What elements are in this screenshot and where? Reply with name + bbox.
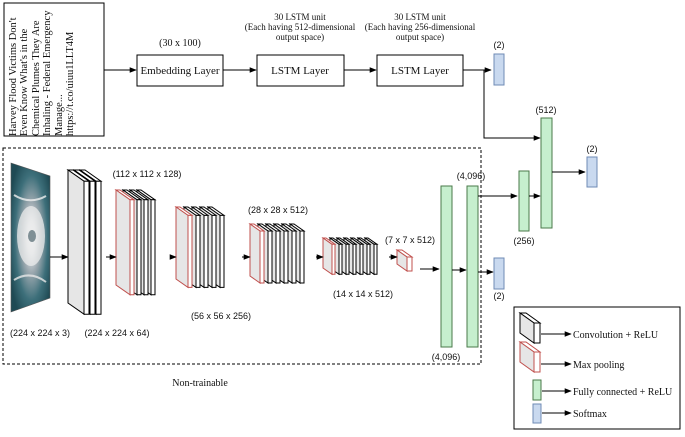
text-softmax-dim: (2) xyxy=(494,40,505,50)
legend-fc-label: Fully connected + ReLU xyxy=(573,387,673,398)
conv2-dims: (112 x 112 x 128) xyxy=(113,169,182,179)
arrow-text-to-fusion xyxy=(483,70,541,141)
image-input-dims: (224 x 224 x 3) xyxy=(10,328,70,338)
fusion-fc256-dim: (256) xyxy=(513,236,534,246)
conv2-pool-slab-1 xyxy=(114,189,136,296)
conv5-pool-slab-1 xyxy=(321,237,337,276)
fusion-softmax-block xyxy=(586,156,598,188)
image-fc2-block xyxy=(466,185,479,348)
legend-pool-icon xyxy=(518,341,542,373)
legend-pool-label: Max pooling xyxy=(573,360,624,371)
lstm1-box xyxy=(256,54,345,87)
lstm1-desc-line3: output space) xyxy=(276,32,324,42)
conv4-pool-slab-1 xyxy=(248,223,266,284)
image-fc1-block xyxy=(440,185,453,348)
lstm1-label: LSTM Layer xyxy=(271,65,329,77)
lstm1-desc-line1: 30 LSTM unit xyxy=(274,12,326,22)
tweet-input: Harvey Flood Victims Don't Even Know Wha… xyxy=(4,3,104,136)
image-fc-dim-bottom: (4,096) xyxy=(432,352,461,362)
fusion-softmax-dim: (2) xyxy=(587,144,598,154)
tweet-text: Harvey Flood Victims Don't Even Know Wha… xyxy=(8,10,77,136)
legend-fc-icon xyxy=(532,379,542,401)
fusion-fc512-dim: (512) xyxy=(535,105,556,115)
image-fc2-dim-top: (4,096) xyxy=(457,171,486,181)
text-softmax-block xyxy=(493,53,505,86)
tweet-input-box xyxy=(3,2,105,137)
lstm2-desc-line1: 30 LSTM unit xyxy=(394,12,446,22)
image-softmax-block xyxy=(493,257,505,290)
legend-conv-icon xyxy=(518,312,542,344)
conv5-dims: (14 x 14 x 512) xyxy=(333,289,393,299)
embedding-layer-box xyxy=(136,54,224,87)
satellite-image xyxy=(10,162,51,313)
lstm2-desc-line2: (Each having 256-dimensional xyxy=(365,22,476,32)
legend-box xyxy=(513,306,681,430)
legend-conv-label: Convolution + ReLU xyxy=(573,330,659,341)
legend-softmax-icon xyxy=(532,403,542,424)
image-softmax-dim: (2) xyxy=(494,291,505,301)
lstm2-box xyxy=(376,54,464,87)
conv4-dims: (28 x 28 x 512) xyxy=(248,205,308,215)
conv3-dims: (56 x 56 x 256) xyxy=(191,311,251,321)
lstm2-label: LSTM Layer xyxy=(391,65,449,77)
non-trainable-label: Non-trainable xyxy=(172,378,228,389)
embedding-input-dims: (30 x 100) xyxy=(159,38,201,49)
lstm2-desc-line3: output space) xyxy=(396,32,444,42)
conv3-pool-slab-1 xyxy=(174,206,194,289)
lstm1-desc-line2: (Each having 512-dimensional xyxy=(245,22,356,32)
fusion-fc512-block xyxy=(540,117,553,229)
conv1-dims: (224 x 224 x 64) xyxy=(84,328,149,338)
conv6-pool-slab-1 xyxy=(395,249,414,272)
conv6-dims: (7 x 7 x 512) xyxy=(385,235,435,245)
conv-stacks xyxy=(66,169,414,316)
fusion-fc256-block xyxy=(518,170,530,232)
embedding-layer-label: Embedding Layer xyxy=(140,65,219,77)
legend-softmax-label: Softmax xyxy=(573,409,607,420)
conv1-conv-slab-1 xyxy=(66,169,91,316)
non-trainable-region xyxy=(2,147,482,365)
